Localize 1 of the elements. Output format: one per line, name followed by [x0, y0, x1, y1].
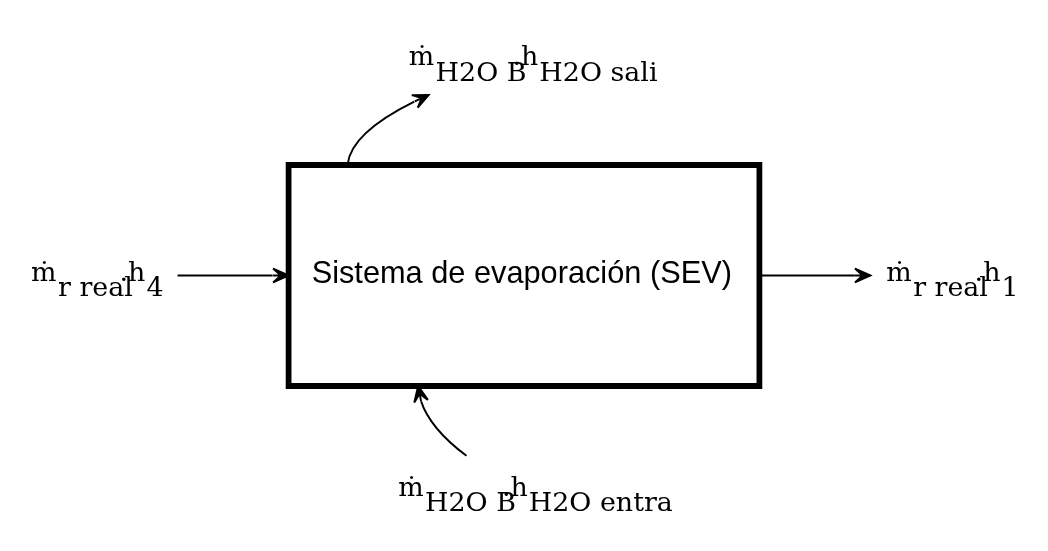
node-box: Sistema de evaporación (SEV) [285, 162, 763, 389]
